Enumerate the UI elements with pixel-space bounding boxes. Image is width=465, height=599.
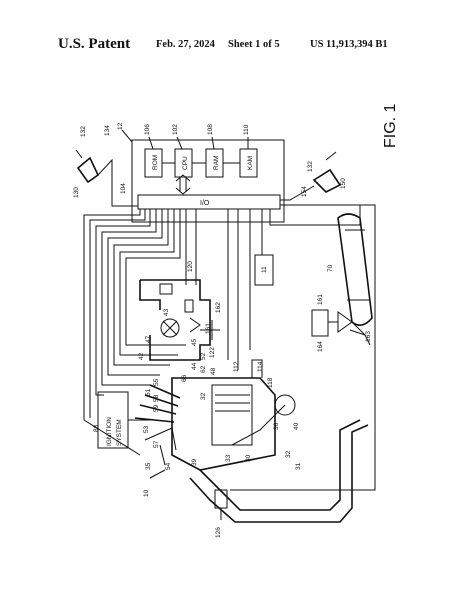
controller-box: ROM CPU RAM KAM I/O — [131, 139, 285, 223]
ref-154: 154 — [301, 186, 308, 197]
ref-12: 12 — [117, 122, 124, 130]
ref-31: 31 — [295, 462, 302, 470]
ref-54: 54 — [165, 462, 172, 470]
ignition-label-2: SYSTEM — [116, 419, 123, 446]
ref-55: 55 — [153, 378, 160, 386]
patent-date: Feb. 27, 2024 — [156, 39, 215, 50]
accelerator-pedal — [75, 149, 138, 207]
throttle-valve — [160, 318, 180, 338]
ref-51: 51 — [145, 388, 152, 396]
ref-62: 62 — [200, 365, 207, 373]
cpu-label: CPU — [182, 156, 189, 170]
crankshaft — [274, 394, 296, 416]
ref-47: 47 — [145, 335, 152, 343]
figure-title: FIG. 1 — [382, 103, 399, 148]
ref-70: 70 — [327, 264, 334, 272]
ref-114: 114 — [257, 361, 264, 372]
ref-45: 45 — [191, 338, 198, 346]
sensor-11-label: 11 — [261, 266, 268, 273]
ref-122: 122 — [209, 347, 216, 358]
ref-88: 88 — [93, 424, 100, 432]
ref-130: 130 — [73, 187, 80, 198]
brake-pedal — [280, 151, 342, 201]
turbine-assembly — [311, 309, 371, 346]
ref-30: 30 — [245, 454, 252, 462]
patent-header: U.S. Patent Feb. 27, 2024 Sheet 1 of 5 U… — [0, 34, 465, 58]
ref-35: 35 — [145, 462, 152, 470]
ref-110: 110 — [243, 124, 250, 135]
sensor-11-box — [254, 254, 274, 286]
ref-36: 36 — [273, 422, 280, 430]
ref-118: 118 — [267, 377, 274, 388]
ref-162: 162 — [215, 302, 222, 313]
ram-label: RAM — [213, 156, 220, 170]
ref-164: 164 — [317, 341, 324, 352]
ref-48: 48 — [210, 367, 217, 375]
ref-59: 59 — [153, 404, 160, 412]
ref-43: 43 — [163, 308, 170, 316]
io-block — [137, 194, 281, 210]
ref-120: 120 — [187, 261, 194, 272]
patent-number: US 11,913,394 B1 — [310, 39, 388, 50]
ignition-system-box — [97, 391, 129, 449]
intake-assembly — [139, 279, 220, 361]
ref-33: 33 — [225, 454, 232, 462]
patent-label: U.S. Patent — [58, 36, 131, 52]
ref-39: 39 — [191, 458, 198, 466]
ref-126: 126 — [215, 527, 222, 538]
ref-134: 134 — [104, 125, 111, 136]
ref-132-pedal: 132 — [80, 126, 87, 137]
engine-cylinder — [171, 359, 296, 471]
ref-104: 104 — [120, 183, 127, 194]
sheet-number: Sheet 1 of 5 — [228, 39, 280, 50]
kam-label: KAM — [247, 156, 254, 170]
ref-57: 57 — [153, 440, 160, 448]
ref-44: 44 — [191, 362, 198, 370]
ref-40: 40 — [293, 422, 300, 430]
ref-161-turbine: 161 — [317, 294, 324, 305]
signal-lines — [83, 199, 376, 491]
ignition-label-1: IGNITION — [106, 417, 113, 446]
ref-132-brake: 132 — [307, 161, 314, 172]
io-label: I/O — [200, 200, 210, 207]
ref-106: 106 — [144, 124, 151, 135]
ref-150: 150 — [340, 178, 347, 189]
ref-161-intake: 161 — [205, 323, 212, 334]
ref-10: 10 — [143, 489, 150, 497]
piston — [211, 384, 253, 446]
exhaust-system — [189, 419, 369, 523]
ref-163: 163 — [365, 331, 372, 342]
emission-device — [337, 213, 373, 336]
ref-58: 58 — [153, 394, 160, 402]
ref-42: 42 — [138, 352, 145, 360]
ref-53: 53 — [143, 425, 150, 433]
ref-108: 108 — [207, 124, 214, 135]
ref-102: 102 — [172, 124, 179, 135]
injector-cluster — [134, 384, 181, 466]
ref-52: 52 — [200, 352, 207, 360]
rom-label: ROM — [152, 155, 159, 170]
ref-32-bottom: 32 — [285, 450, 292, 458]
ref-112: 112 — [233, 361, 240, 372]
ref-32-top: 32 — [200, 392, 207, 400]
